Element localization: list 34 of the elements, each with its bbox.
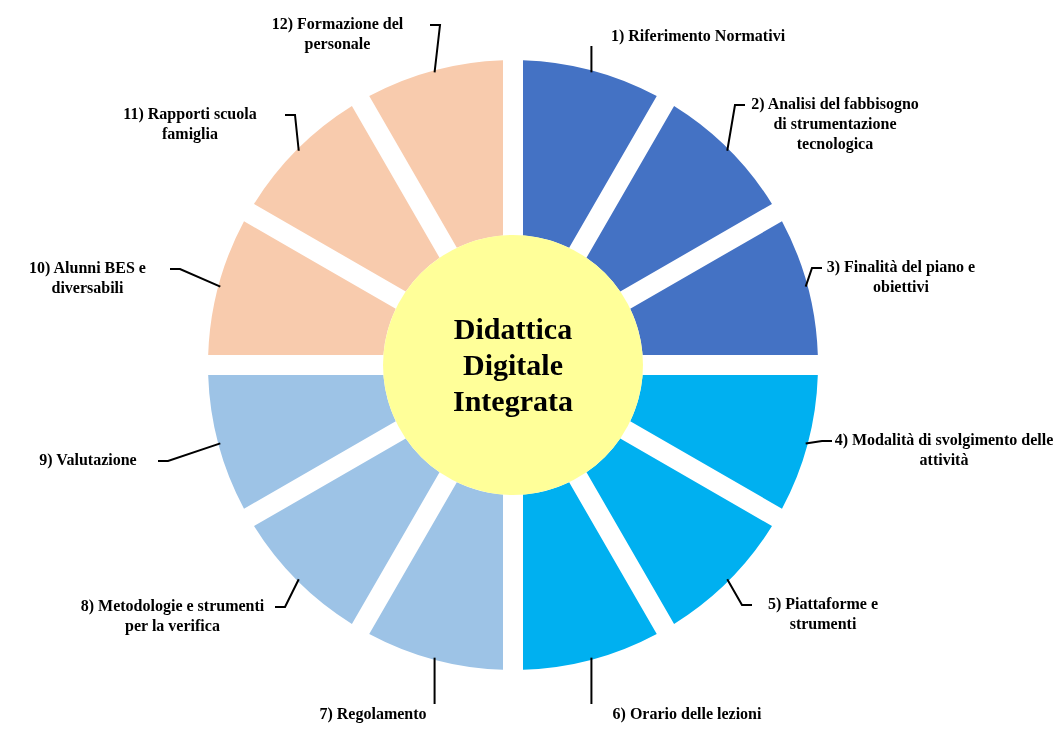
wedge-label: 4) Modalità di svolgimento delle attività bbox=[832, 430, 1056, 470]
leader-line bbox=[433, 656, 436, 705]
leader-line bbox=[804, 267, 823, 288]
leader-line bbox=[169, 268, 222, 288]
center-title: Didattica Digitale Integrata bbox=[452, 311, 574, 419]
wedge-label: 2) Analisi del fabbisogno di strumentazione tecnologica bbox=[745, 94, 925, 154]
wedge-label: 9) Valutazione bbox=[18, 450, 158, 470]
wedge-label: 7) Regolamento bbox=[298, 704, 448, 724]
leader-line bbox=[804, 440, 833, 445]
leader-line bbox=[157, 442, 222, 462]
center-circle bbox=[383, 235, 643, 495]
wedge-label: 1) Riferimento Normativi bbox=[578, 26, 818, 46]
leader-line bbox=[274, 578, 300, 608]
pie-wedge bbox=[369, 60, 503, 248]
pie-wedge bbox=[208, 221, 396, 355]
pie-wedge bbox=[369, 482, 503, 670]
leader-line bbox=[726, 104, 746, 152]
leader-line bbox=[284, 114, 300, 152]
wedge-label: 6) Orario delle lezioni bbox=[582, 704, 792, 724]
leader-line bbox=[590, 45, 593, 74]
pie-wedge bbox=[630, 375, 818, 509]
leader-line bbox=[726, 578, 753, 606]
pie-wedge bbox=[208, 375, 396, 509]
wedge-label: 8) Metodologie e strumenti per la verifica bbox=[70, 596, 275, 636]
wedge-label: 3) Finalità del piano e obiettivi bbox=[822, 257, 980, 297]
pie-wedge bbox=[630, 221, 818, 355]
pie-wedge bbox=[523, 60, 657, 248]
pie-wedge bbox=[523, 482, 657, 670]
leader-line bbox=[429, 24, 442, 74]
wedge-label: 10) Alunni BES e diversabili bbox=[5, 258, 170, 298]
leader-line bbox=[590, 656, 593, 705]
wedge-label: 5) Piattaforme e strumenti bbox=[752, 594, 894, 634]
wedge-label: 11) Rapporti scuola famiglia bbox=[95, 104, 285, 144]
wedge-label: 12) Formazione del personale bbox=[245, 14, 430, 54]
